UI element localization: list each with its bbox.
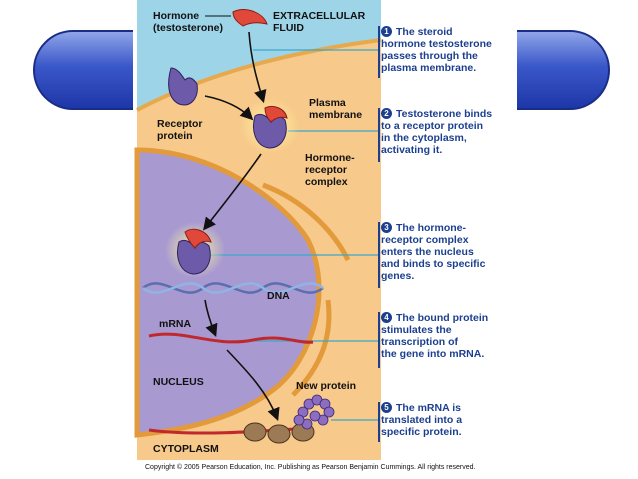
diagram-artwork	[134, 0, 382, 460]
mrna-strand	[148, 332, 314, 344]
receptor-protein	[168, 67, 198, 106]
endoplasmic-reticulum-1	[262, 182, 351, 262]
dna-label: DNA	[267, 290, 290, 302]
nucleus-label: NUCLEUS	[153, 376, 204, 388]
extracellular-fluid-label: EXTRACELLULAR FLUID	[273, 10, 366, 34]
step-2-number: 2	[381, 108, 392, 119]
hormone-label: Hormone (testosterone)	[153, 10, 224, 34]
ribosomes	[243, 422, 315, 444]
mrna-label: mRNA	[159, 318, 192, 330]
new-protein-label: New protein	[296, 380, 357, 392]
steroid-hormone-diagram: Hormone (testosterone) EXTRACELLULAR FLU…	[133, 0, 517, 479]
pathway-arrows	[203, 31, 280, 421]
plasma-membrane-label: Plasma membrane	[309, 97, 363, 121]
leader-lines	[211, 49, 379, 421]
step-4-number: 4	[381, 312, 392, 323]
receptor-protein-label: Receptor protein	[157, 118, 203, 142]
step-1-number: 1	[381, 26, 392, 37]
hormone-molecule	[232, 9, 268, 27]
step-3-number: 3	[381, 222, 392, 233]
plasma-membrane	[136, 38, 382, 112]
endoplasmic-reticulum-2	[291, 299, 332, 397]
step-5-number: 5	[381, 402, 392, 413]
nucleus-envelope	[134, 147, 322, 438]
hormone-receptor-complex-label: Hormone- receptor complex	[305, 152, 355, 188]
new-protein-chain	[293, 394, 335, 430]
dna-helix	[142, 282, 324, 294]
copyright-notice: Copyright © 2005 Pearson Education, Inc.…	[145, 464, 476, 471]
cytoplasm-label: CYTOPLASM	[153, 443, 219, 455]
